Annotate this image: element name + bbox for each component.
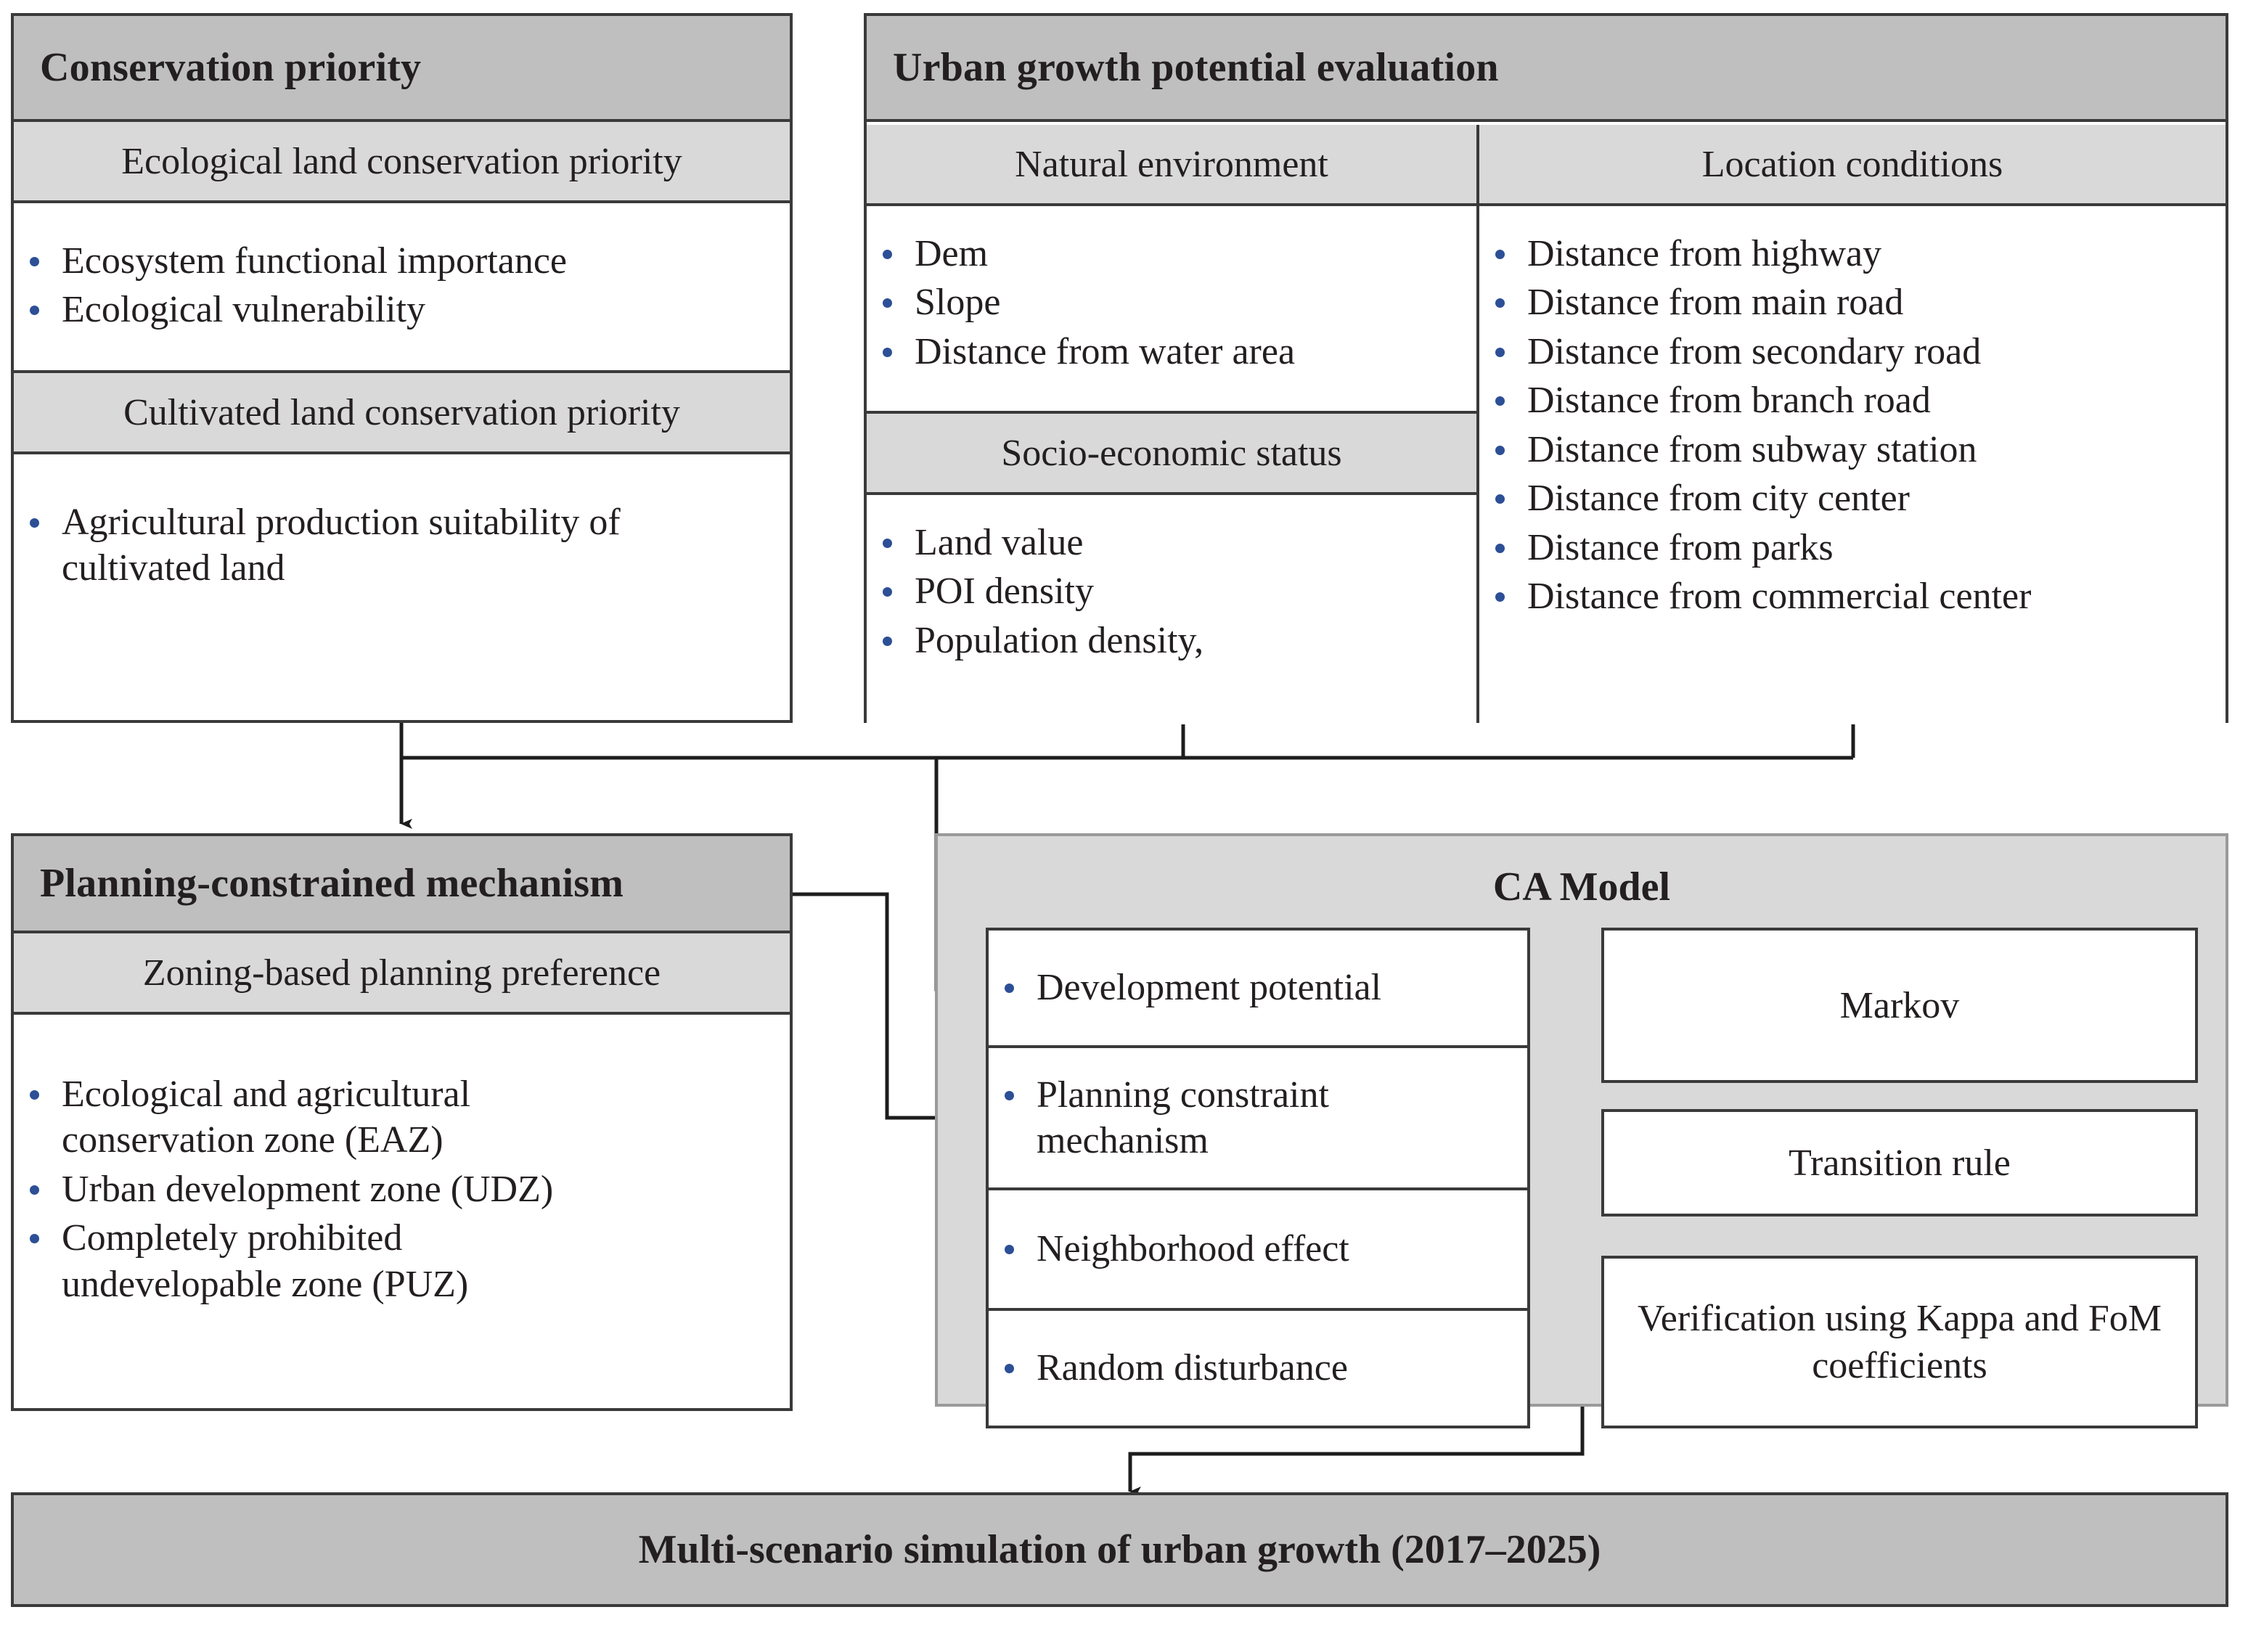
ca-stage-markov: Markov <box>1601 928 2198 1083</box>
list-item: Distance from secondary road <box>1479 329 2226 375</box>
list-item: Development potential <box>989 965 1527 1010</box>
list-item: Ecosystem functional importance <box>14 238 790 284</box>
list-item: Slope <box>867 279 1476 325</box>
planning-constrained-title: Planning-constrained mechanism <box>14 836 790 933</box>
list-item: Completely prohibited undevelopable zone… <box>14 1215 790 1307</box>
simulation-output-bar: Multi-scenario simulation of urban growt… <box>11 1492 2228 1607</box>
list-item: Distance from main road <box>1479 279 2226 325</box>
list-item: Distance from commercial center <box>1479 573 2226 619</box>
list-item: Dem <box>867 231 1476 277</box>
urban-growth-card: Urban growth potential evaluation Natura… <box>864 13 2228 724</box>
zoning-preference-header: Zoning-based planning preference <box>14 933 790 1015</box>
zoning-preference-items: Ecological and agricultural conservation… <box>14 1015 790 1408</box>
location-conditions-column: Location conditions Distance from highwa… <box>1479 125 2226 724</box>
list-item: Land value <box>867 520 1476 565</box>
ca-input-development-potential: Development potential <box>986 928 1530 1048</box>
list-item: Ecological vulnerability <box>14 287 790 332</box>
ca-model-title: CA Model <box>1492 864 1671 909</box>
list-item: POI density <box>867 568 1476 614</box>
list-item: Population density, <box>867 618 1476 663</box>
list-item: Neighborhood effect <box>989 1226 1527 1272</box>
ca-stage-verification: Verification using Kappa and FoM coeffic… <box>1601 1256 2198 1428</box>
location-conditions-header: Location conditions <box>1479 125 2226 206</box>
urban-growth-title: Urban growth potential evaluation <box>867 16 2226 122</box>
list-item: Distance from city center <box>1479 475 2226 521</box>
list-item: Random disturbance <box>989 1345 1527 1391</box>
natural-environment-header: Natural environment <box>867 125 1476 206</box>
cultivated-land-header: Cultivated land conservation priority <box>14 373 790 454</box>
list-item: Planning constraint mechanism <box>989 1072 1527 1164</box>
list-item: Agricultural production suitability of c… <box>14 499 790 592</box>
list-item: Distance from subway station <box>1479 427 2226 473</box>
list-item: Distance from water area <box>867 329 1476 375</box>
ecological-land-items: Ecosystem functional importance Ecologic… <box>14 203 790 373</box>
list-item: Distance from parks <box>1479 525 2226 571</box>
list-item: Urban development zone (UDZ) <box>14 1166 790 1212</box>
conservation-priority-card: Conservation priority Ecological land co… <box>11 13 793 723</box>
location-conditions-items: Distance from highway Distance from main… <box>1479 206 2226 724</box>
list-item: Distance from highway <box>1479 231 2226 277</box>
list-item: Ecological and agricultural conservation… <box>14 1071 790 1164</box>
ca-stage-transition-rule: Transition rule <box>1601 1109 2198 1216</box>
natural-environment-items: Dem Slope Distance from water area <box>867 206 1476 414</box>
socio-economic-items: Land value POI density Population densit… <box>867 495 1476 724</box>
cultivated-land-items: Agricultural production suitability of c… <box>14 454 790 720</box>
list-item: Distance from branch road <box>1479 377 2226 423</box>
simulation-output-label: Multi-scenario simulation of urban growt… <box>638 1527 1601 1572</box>
ca-input-random-disturbance: Random disturbance <box>986 1308 1530 1428</box>
ca-input-planning-constraint-mechanism: Planning constraint mechanism <box>986 1045 1530 1190</box>
ca-input-neighborhood-effect: Neighborhood effect <box>986 1187 1530 1311</box>
ecological-land-header: Ecological land conservation priority <box>14 122 790 203</box>
planning-constrained-card: Planning-constrained mechanism Zoning-ba… <box>11 833 793 1411</box>
conservation-priority-title: Conservation priority <box>14 16 790 122</box>
natural-socio-column: Natural environment Dem Slope Distance f… <box>867 125 1479 724</box>
socio-economic-header: Socio-economic status <box>867 414 1476 495</box>
